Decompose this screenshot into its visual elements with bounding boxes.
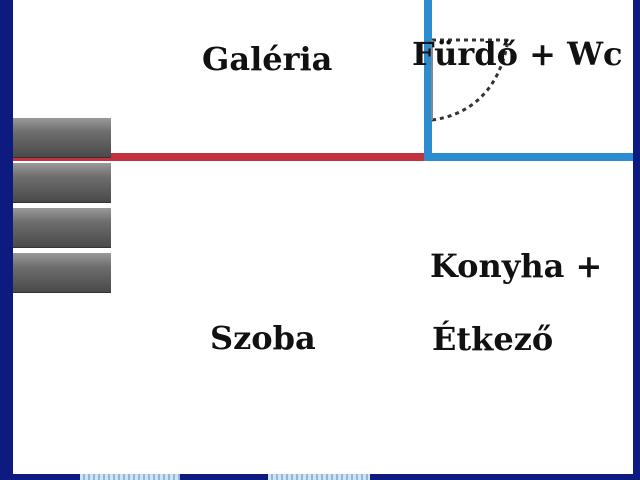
room-label-kitchen: Konyha + bbox=[430, 247, 603, 285]
room-label-living-room: Szoba bbox=[210, 319, 316, 357]
outer-wall-left bbox=[0, 0, 13, 480]
stair-step bbox=[11, 118, 111, 158]
stair-step bbox=[11, 253, 111, 293]
room-label-gallery: Galéria bbox=[202, 40, 333, 78]
window-bottom-middle bbox=[268, 474, 370, 480]
room-label-dining: Étkező bbox=[432, 320, 554, 358]
outer-wall-right bbox=[633, 0, 640, 480]
stair-step bbox=[11, 208, 111, 248]
window-bottom-left bbox=[80, 474, 180, 480]
stair-step bbox=[11, 163, 111, 203]
room-label-bathroom: Fürdő + Wc bbox=[412, 35, 623, 73]
